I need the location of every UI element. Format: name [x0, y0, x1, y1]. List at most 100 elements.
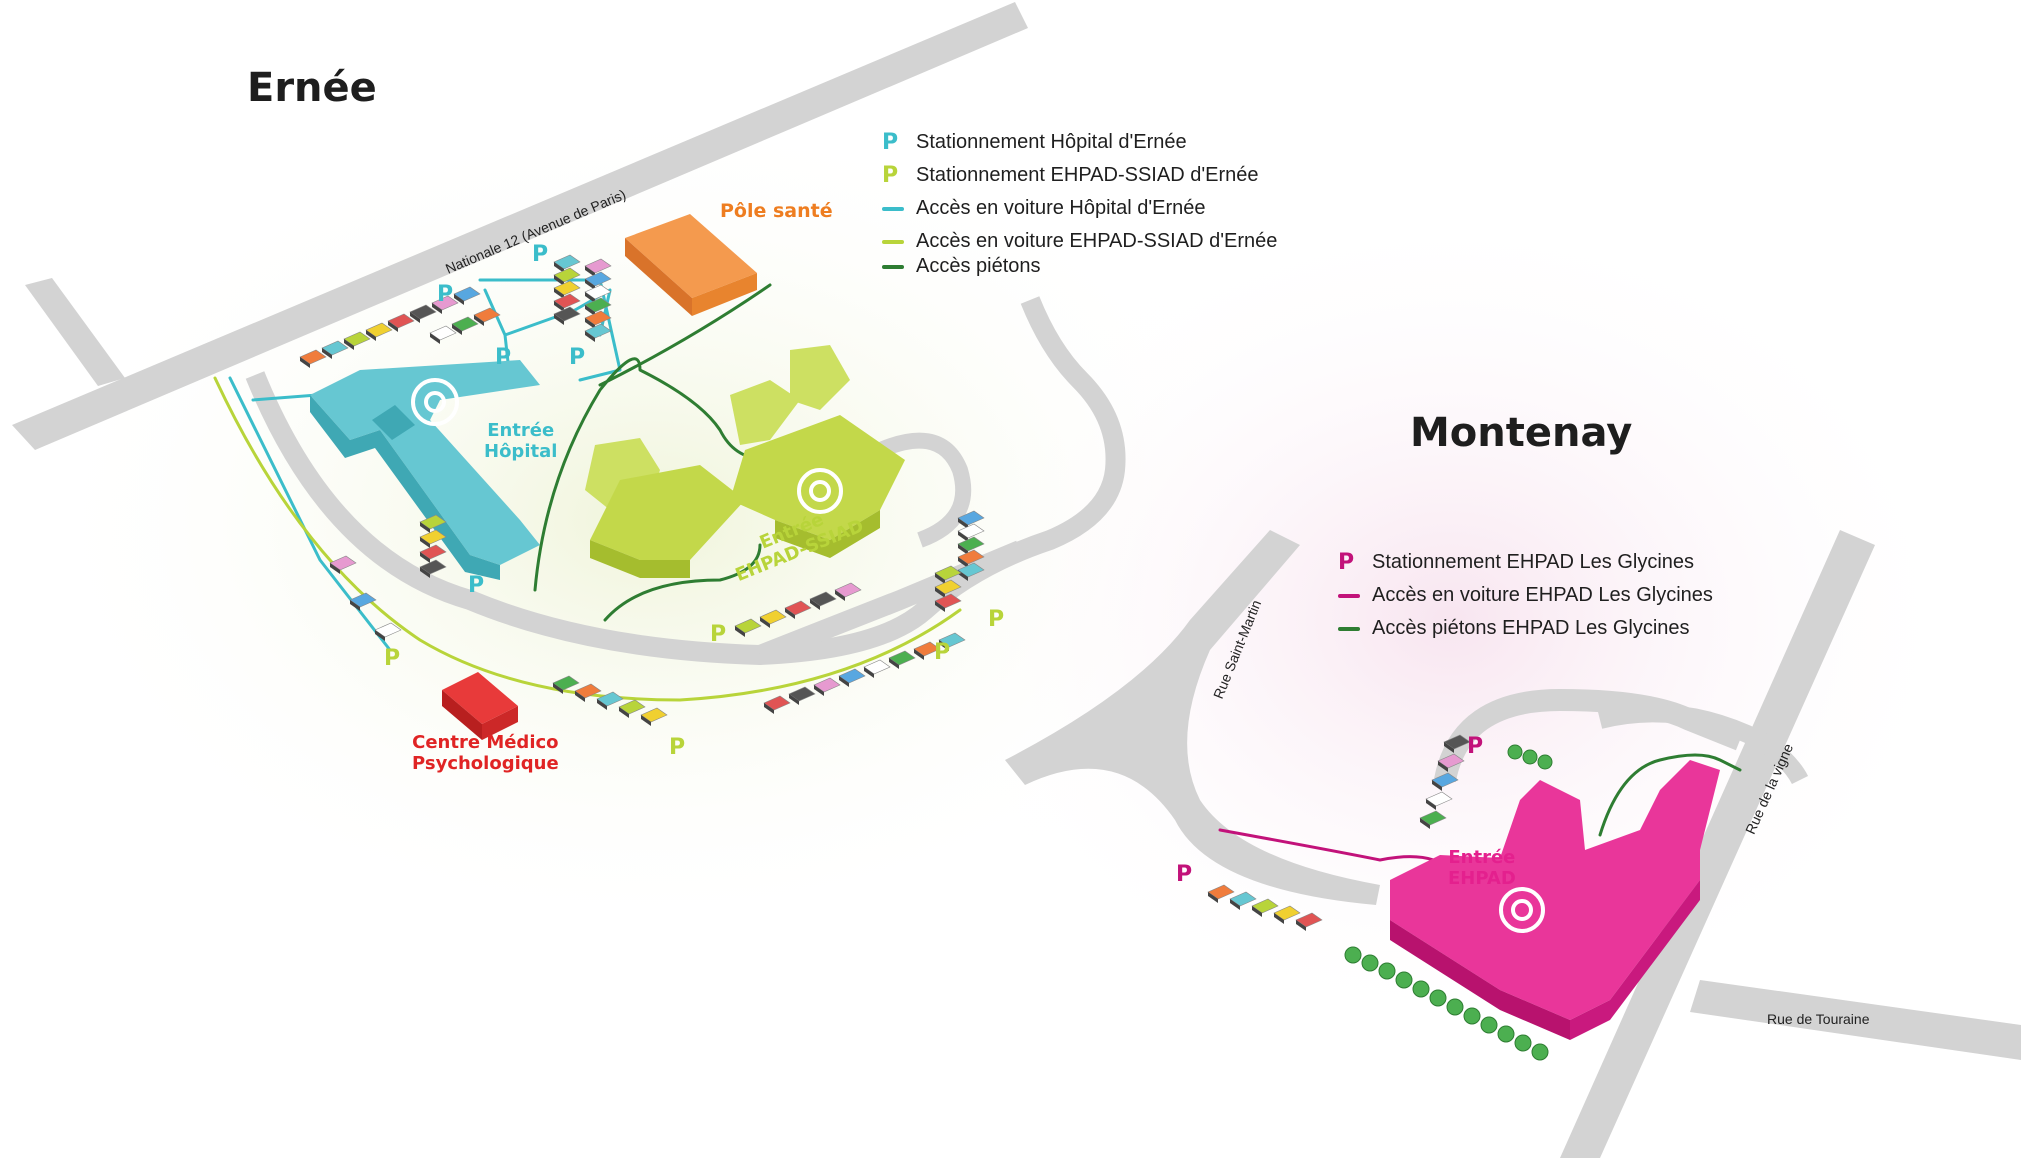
- parked-car: [584, 297, 612, 316]
- parked-car: [574, 683, 602, 702]
- parking-marker-ehpad: P: [1467, 734, 1484, 759]
- parking-icon: P: [882, 130, 899, 155]
- parking-icon: P: [882, 163, 899, 188]
- town-title-montenay: Montenay: [1410, 410, 1633, 456]
- parked-car: [596, 691, 624, 710]
- street-label-touraine: Rue de Touraine: [1767, 1011, 1870, 1027]
- rue-saint-martin-road: [1005, 530, 1380, 905]
- footpath-ernee: [533, 283, 792, 622]
- parked-car: [863, 659, 891, 678]
- hospital-entrance-label-line2: Hôpital: [484, 440, 558, 462]
- roads-ernee: [12, 2, 1126, 665]
- parked-car: [387, 313, 415, 332]
- ssiad-car-access: [213, 376, 962, 702]
- parked-car: [934, 579, 962, 598]
- legend-item: Accès piétons: [882, 250, 1277, 283]
- parking-marker-ssiad: P: [669, 735, 686, 760]
- parked-car: [957, 523, 985, 542]
- access-lines: [213, 278, 1742, 872]
- parked-car: [734, 618, 762, 637]
- parked-car: [957, 549, 985, 568]
- parked-car: [809, 591, 837, 610]
- parked-car: [343, 331, 371, 350]
- ring-road: [245, 296, 1126, 665]
- parking-icon: P: [1338, 550, 1355, 575]
- rue-de-la-vigne-road: [1560, 530, 1875, 1158]
- parking-marker-ehpad: P: [1176, 862, 1193, 887]
- hospital-car-access: [228, 278, 622, 652]
- parking-marker-hospital: P: [569, 345, 586, 370]
- ssiad-entrance-marker: [797, 468, 843, 514]
- parking-marker-hospital: P: [437, 282, 454, 307]
- town-title-ernee: Ernée: [247, 65, 377, 111]
- parked-car: [553, 306, 581, 325]
- parked-car: [784, 600, 812, 619]
- road-left-branch: [25, 278, 125, 386]
- line-icon: [882, 239, 904, 244]
- parked-cars: [299, 254, 1471, 931]
- parking-marker-ssiad: P: [384, 646, 401, 671]
- parked-car: [584, 284, 612, 303]
- parked-car: [451, 316, 479, 335]
- parked-car: [584, 310, 612, 329]
- parked-car: [888, 650, 916, 669]
- parked-car: [299, 349, 327, 368]
- line-icon: [882, 206, 904, 211]
- pole-sante-building: [625, 214, 757, 316]
- hospital-building: [310, 360, 540, 580]
- parked-car: [553, 280, 581, 299]
- parking-marker-hospital: P: [495, 345, 512, 370]
- ehpad-access-road-2: [1597, 704, 1809, 785]
- parked-car: [365, 322, 393, 341]
- rue-de-touraine-road: [1690, 980, 2021, 1060]
- parked-car: [618, 699, 646, 718]
- parked-car: [813, 677, 841, 696]
- parked-car: [584, 258, 612, 277]
- parked-car: [584, 323, 612, 342]
- parked-car: [552, 675, 580, 694]
- parking-marker-hospital: P: [532, 242, 549, 267]
- parked-car: [1229, 891, 1257, 910]
- hospital-entrance-marker: [411, 378, 459, 426]
- parked-car: [429, 325, 457, 344]
- parked-car: [957, 536, 985, 555]
- hospital-entrance-label: Entrée Hôpital: [484, 420, 558, 462]
- parked-car: [453, 286, 481, 305]
- legend-label: Accès piétons: [916, 255, 1041, 277]
- legend-item: Accès en voiture EHPAD Les Glycines: [1338, 579, 1713, 612]
- legend-label: Stationnement Hôpital d'Ernée: [916, 131, 1187, 153]
- cmp-label-line2: Psychologique: [412, 752, 559, 774]
- legend-label: Accès en voiture Hôpital d'Ernée: [916, 197, 1206, 219]
- parked-car: [1437, 753, 1465, 772]
- ehpad-entrance-label-line1: Entrée: [1448, 847, 1516, 868]
- pole-sante-label: Pôle santé: [720, 200, 833, 222]
- legend-label: Accès en voiture EHPAD-SSIAD d'Ernée: [916, 230, 1278, 252]
- legend-item: Accès en voiture EHPAD-SSIAD d'Ernée: [882, 225, 1277, 258]
- parked-car: [409, 304, 437, 323]
- parked-car: [763, 695, 791, 714]
- parked-car: [1207, 884, 1235, 903]
- parked-car: [934, 565, 962, 584]
- parked-car: [788, 686, 816, 705]
- parked-car: [419, 559, 447, 578]
- ring-road-inner: [756, 540, 1024, 665]
- parked-car: [431, 295, 459, 314]
- road-loop: [866, 432, 972, 548]
- parked-car: [584, 271, 612, 290]
- parked-car: [374, 622, 402, 641]
- line-icon: [1338, 593, 1360, 598]
- legend-item: P Stationnement Hôpital d'Ernée: [882, 126, 1277, 159]
- ehpad-car-access: [1218, 828, 1452, 872]
- hospital-entrance-label-line1: Entrée: [487, 420, 555, 441]
- parked-car: [553, 254, 581, 273]
- parked-car: [419, 529, 447, 548]
- parked-car: [834, 582, 862, 601]
- cmp-label-line1: Centre Médico: [412, 732, 559, 753]
- parked-car: [1431, 772, 1459, 791]
- line-icon: [882, 264, 904, 269]
- legend-item: Accès en voiture Hôpital d'Ernée: [882, 192, 1277, 225]
